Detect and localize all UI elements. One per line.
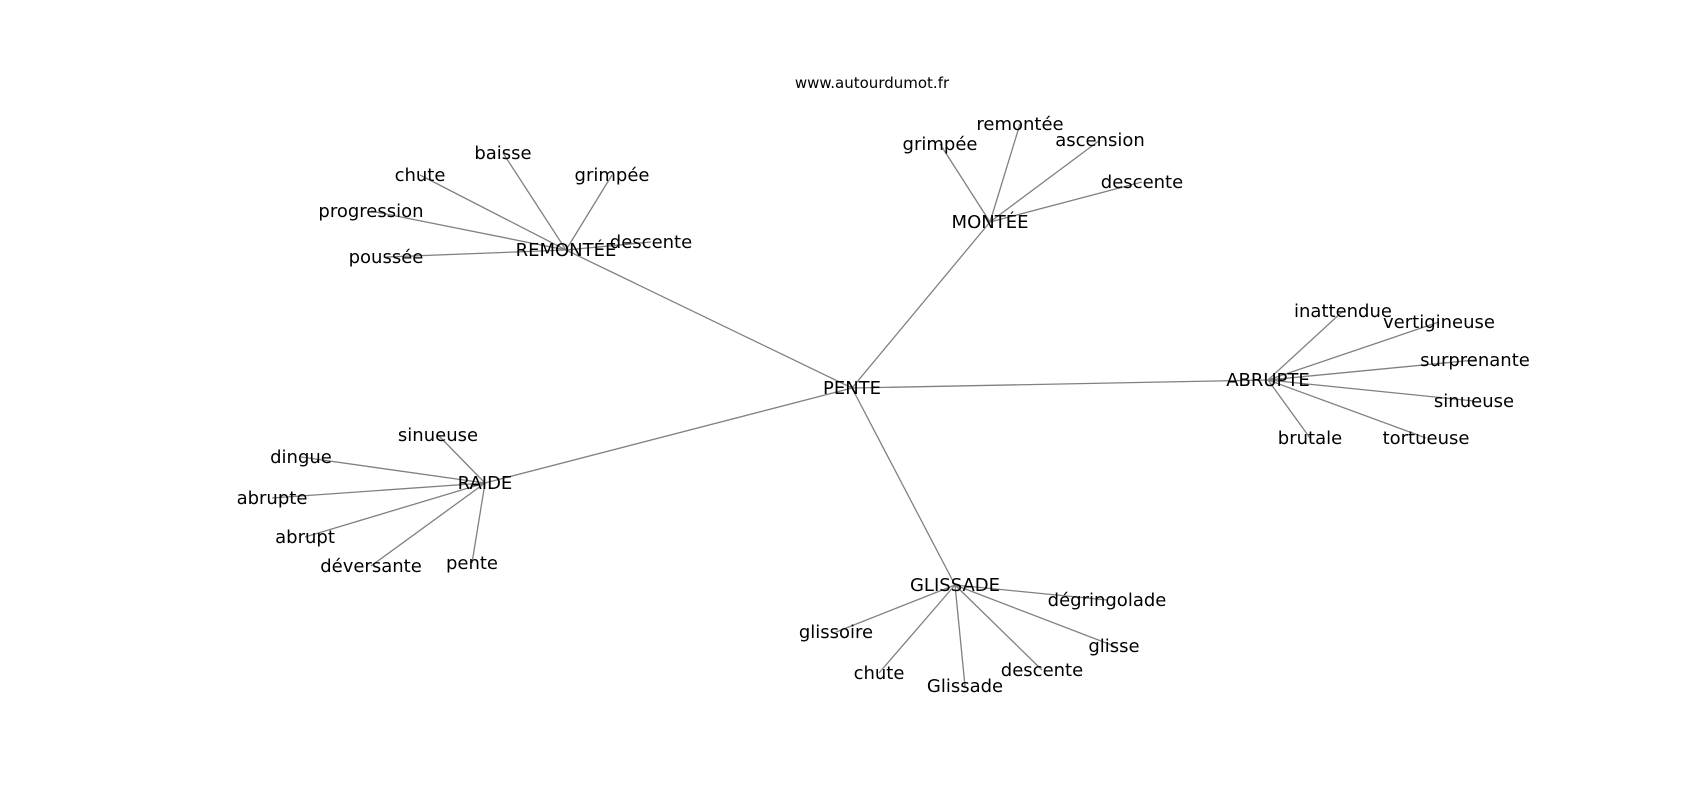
branch-node-glissade[interactable]: GLISSADE	[910, 575, 1000, 596]
leaf-node-abrupte-brutale[interactable]: brutale	[1278, 428, 1342, 449]
edge-abrupte-sinueuse	[1267, 379, 1475, 402]
leaf-node-glissade-descente[interactable]: descente	[1001, 660, 1083, 681]
edge-abrupte-inattendue	[1267, 310, 1344, 381]
leaf-node-remontee-grimpee[interactable]: grimpée	[575, 165, 650, 186]
leaf-node-montee-ascension[interactable]: ascension	[1055, 130, 1145, 151]
edge-remontee-chute	[419, 174, 567, 251]
edge-remontee-baisse	[502, 152, 567, 251]
leaf-node-montee-descente[interactable]: descente	[1101, 172, 1183, 193]
leaf-node-remontee-poussee[interactable]: poussée	[349, 247, 424, 268]
edge-abrupte-tortueuse	[1267, 379, 1427, 439]
edge-glissade-descente	[954, 584, 1043, 671]
leaf-node-montee-grimpee[interactable]: grimpée	[903, 134, 978, 155]
edge-remontee-descente	[565, 241, 652, 251]
edge-raide-deversante	[370, 482, 486, 567]
edge-pente-montee	[851, 221, 991, 389]
edge-abrupte-brutale	[1267, 379, 1311, 439]
center-node[interactable]: PENTE	[823, 378, 881, 399]
leaf-node-abrupte-tortueuse[interactable]: tortueuse	[1383, 428, 1470, 449]
edge-pente-raide	[484, 387, 853, 484]
edge-pente-remontee	[565, 249, 853, 389]
graph-edges	[271, 123, 1476, 687]
edge-montee-remontee	[989, 123, 1021, 223]
leaf-node-remontee-descente[interactable]: descente	[610, 232, 692, 253]
edge-glissade-chute	[878, 584, 956, 674]
edge-remontee-progression	[370, 210, 567, 251]
edge-abrupte-surprenante	[1267, 359, 1476, 381]
leaf-node-remontee-baisse[interactable]: baisse	[474, 143, 531, 164]
edge-pente-glissade	[851, 387, 956, 586]
edge-raide-abrupte	[271, 482, 486, 499]
leaf-node-raide-sinueuse[interactable]: sinueuse	[398, 425, 478, 446]
leaf-node-abrupte-inattendue[interactable]: inattendue	[1294, 301, 1392, 322]
leaf-node-raide-pente[interactable]: pente	[446, 553, 498, 574]
branch-node-montee[interactable]: MONTÉE	[952, 211, 1029, 233]
leaf-node-raide-abrupte[interactable]: abrupte	[237, 488, 308, 509]
branch-node-raide[interactable]: RAIDE	[458, 473, 513, 494]
leaf-node-raide-deversante[interactable]: déversante	[320, 556, 422, 577]
leaf-node-glissade-glissade[interactable]: Glissade	[927, 676, 1003, 697]
edge-raide-pente	[471, 482, 486, 564]
leaf-node-abrupte-sinueuse[interactable]: sinueuse	[1434, 391, 1514, 412]
edge-montee-grimpee	[939, 143, 991, 223]
leaf-node-raide-dingue[interactable]: dingue	[270, 447, 332, 468]
edge-abrupte-vertigineuse	[1267, 321, 1440, 381]
leaf-node-abrupte-vertigineuse[interactable]: vertigineuse	[1383, 312, 1495, 333]
edge-montee-descente	[989, 181, 1143, 223]
leaf-node-glissade-degringolade[interactable]: dégringolade	[1048, 590, 1167, 611]
branch-node-abrupte[interactable]: ABRUPTE	[1226, 370, 1310, 391]
edge-glissade-glisse	[954, 584, 1115, 647]
edge-remontee-poussee	[385, 249, 567, 258]
leaf-node-glissade-chute[interactable]: chute	[854, 663, 905, 684]
edge-raide-abrupt	[304, 482, 486, 538]
branch-node-remontee[interactable]: REMONTÉE	[516, 239, 617, 261]
edge-remontee-grimpee	[565, 174, 613, 251]
graph-labels: www.autourdumot.fr PENTEMONTÉEgrimpéerem…	[237, 74, 1530, 697]
leaf-node-raide-abrupt[interactable]: abrupt	[275, 527, 335, 548]
edge-pente-abrupte	[851, 379, 1269, 389]
edge-raide-sinueuse	[437, 434, 486, 484]
edge-glissade-glissoire	[835, 584, 956, 633]
leaf-node-glissade-glisse[interactable]: glisse	[1088, 636, 1139, 657]
leaf-node-remontee-progression[interactable]: progression	[318, 201, 423, 222]
edge-glissade-degringolade	[954, 584, 1108, 601]
leaf-node-glissade-glissoire[interactable]: glissoire	[799, 622, 873, 643]
edge-raide-dingue	[300, 456, 486, 484]
edge-glissade-glissade	[954, 584, 966, 687]
leaf-node-abrupte-surprenante[interactable]: surprenante	[1420, 350, 1530, 371]
leaf-node-remontee-chute[interactable]: chute	[395, 165, 446, 186]
edge-montee-ascension	[989, 139, 1101, 223]
leaf-node-montee-remontee[interactable]: remontée	[976, 114, 1063, 135]
source-watermark: www.autourdumot.fr	[795, 74, 950, 92]
